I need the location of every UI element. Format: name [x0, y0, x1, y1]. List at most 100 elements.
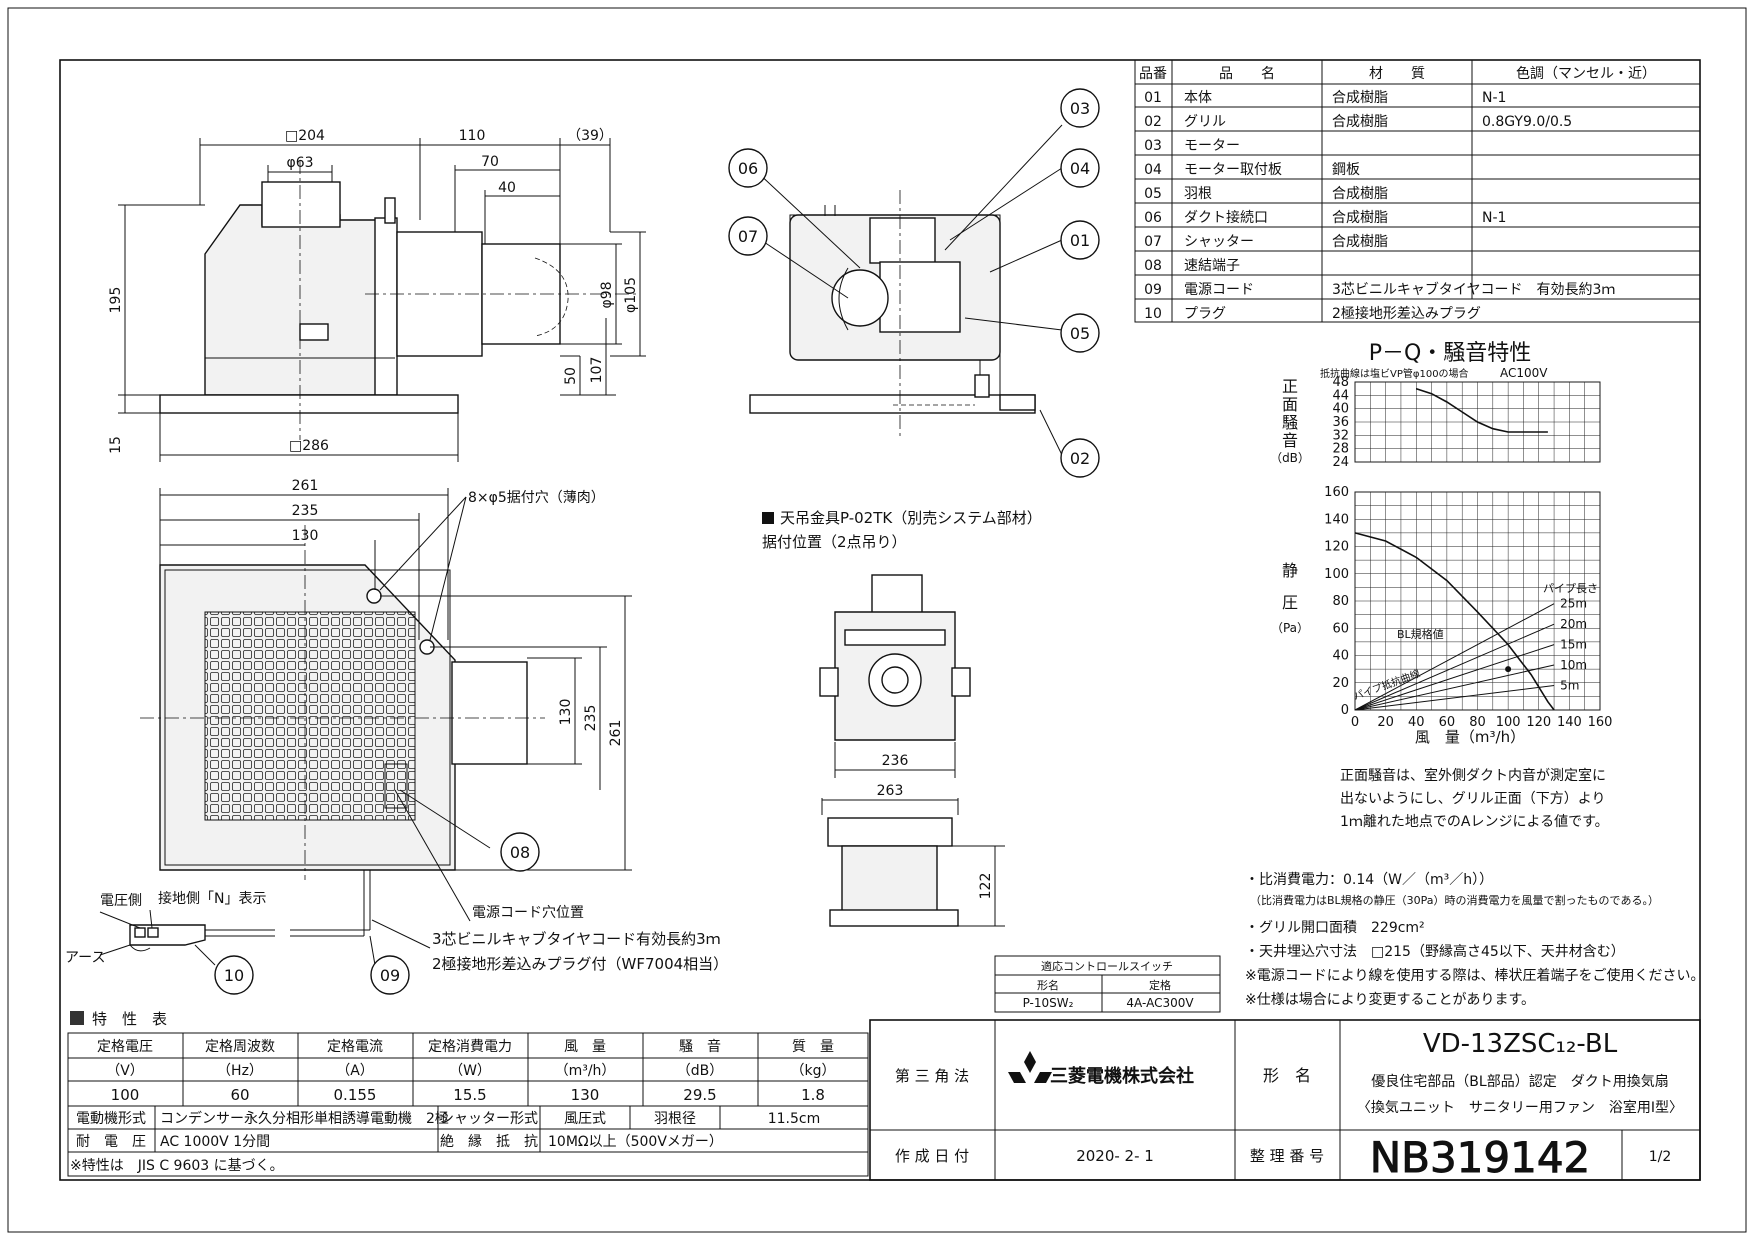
spec-header: 定格消費電力: [428, 1039, 512, 1055]
svg-text:09: 09: [380, 966, 400, 985]
dim-107: 107: [589, 357, 605, 384]
cord-hole-label: 電源コード穴位置: [472, 905, 584, 921]
number-label: 整 理 番 号: [1250, 1147, 1324, 1165]
noise-note-line-3: 1ｍ離れた地点でのAレンジによる値です。: [1340, 813, 1609, 830]
parts-header-color: 色調（マンセル・近）: [1516, 65, 1656, 82]
svg-text:04: 04: [1070, 159, 1090, 178]
dim-39: （39）: [567, 128, 613, 144]
parts-no: 09: [1144, 282, 1162, 298]
callout-06: 06: [728, 148, 768, 188]
blade-value: 11.5cm: [768, 1111, 821, 1127]
y-tick-label: 40: [1332, 649, 1349, 664]
y-tick-label: 24: [1332, 455, 1349, 470]
dim-263: 263: [877, 783, 904, 799]
series-line: [1354, 685, 1555, 711]
x-tick-label: 140: [1557, 715, 1582, 730]
dim-110: 110: [459, 128, 486, 144]
parts-material: 2極接地形差込みプラグ: [1332, 305, 1481, 322]
noise-note-line-2: 出ないようにし、グリル正面（下方）より: [1340, 791, 1605, 807]
hanger-detail: 天吊金具P-02TK（別売システム部材） 据付位置（2点吊り） 236 263 …: [762, 509, 1042, 927]
parts-name: シャッター: [1184, 234, 1254, 250]
voltage-side-label: 電圧側: [100, 893, 142, 909]
title-block: 第 三 角 法 三菱電機株式会社 形 名 VD-13ZSC₁₂-BL 優良住宅部…: [869, 1019, 1701, 1183]
noise-ylabel: 正面騒音: [1282, 377, 1298, 450]
model-label: 形 名: [1263, 1066, 1311, 1085]
callout-01: 01: [1060, 220, 1100, 260]
callout-07: 07: [728, 216, 768, 256]
plug-note: 2極接地形差込みプラグ付（WF7004相当）: [432, 955, 728, 973]
date-label: 作 成 日 付: [895, 1147, 969, 1165]
spec-value: 100: [111, 1086, 140, 1104]
svg-text:01: 01: [1070, 231, 1090, 250]
parts-material: 合成樹脂: [1332, 90, 1388, 106]
y-tick-label: 40: [1332, 402, 1349, 417]
shutter-label: シャッター形式: [440, 1111, 538, 1127]
noise-note-line-1: 正面騒音は、室外側ダクト内音が測定室に: [1340, 767, 1606, 784]
model-desc-1: 優良住宅部品（BL部品）認定 ダクト用換気扇: [1371, 1074, 1668, 1090]
y-tick-label: 32: [1332, 428, 1349, 443]
series-label: 5m: [1560, 678, 1579, 692]
x-tick-label: 160: [1588, 715, 1613, 730]
dim-235-v: 235: [583, 705, 599, 732]
pipe-length-title: パイプ長さ: [1543, 582, 1598, 595]
parts-no: 08: [1144, 258, 1162, 274]
pq-chart: P－Q・騒音特性 抵抗曲線は塩ビVP管φ100の場合 AC100V 正面騒音 （…: [1270, 341, 1612, 746]
spec-unit: （V）: [106, 1063, 144, 1079]
parts-no: 07: [1144, 234, 1162, 250]
callout-03: 03: [1060, 88, 1100, 128]
svg-text:07: 07: [738, 227, 758, 246]
note-1: ・比消費電力：0.14（W／（m³／h））: [1245, 872, 1493, 888]
callout-02: 02: [1060, 438, 1100, 478]
switch-rating: 4A-AC300V: [1126, 996, 1194, 1010]
blade-label: 羽根径: [654, 1111, 696, 1127]
spec-cells: 定格電圧定格周波数定格電流定格消費電力風 量騒 音質 量（V）（Hz）（A）（W…: [97, 1038, 836, 1104]
callout-10: 10: [214, 955, 254, 995]
series-line: [1416, 387, 1548, 433]
parts-no: 02: [1144, 114, 1162, 130]
parts-name: ダクト接続口: [1184, 209, 1268, 226]
parts-name: グリル: [1184, 114, 1226, 130]
callout-09: 09: [370, 955, 410, 995]
voltage-value: AC 1000V 1分間: [160, 1134, 270, 1150]
switch-title: 適応コントロールスイッチ: [1041, 959, 1173, 973]
ground-side-label: 接地側「N」表示: [158, 890, 266, 907]
y-tick-label: 28: [1332, 442, 1349, 457]
bl-label: BL規格値: [1397, 627, 1444, 641]
model-desc-2: 〈換気ユニット サニタリー用ファン 浴室用Ⅰ型〉: [1357, 1099, 1683, 1116]
spec-unit: （dB）: [677, 1063, 724, 1079]
section-view: [749, 190, 1036, 440]
spec-header: 質 量: [792, 1039, 834, 1055]
x-tick-label: 60: [1439, 715, 1456, 730]
spec-value: 130: [571, 1086, 600, 1104]
parts-header-no: 品番: [1139, 66, 1167, 82]
dim-40: 40: [498, 180, 516, 196]
y-tick-label: 120: [1324, 540, 1349, 555]
noise-yunit: （dB）: [1270, 451, 1310, 465]
dim-70: 70: [481, 154, 499, 170]
hanger-subtitle: 据付位置（2点吊り）: [762, 533, 907, 551]
spec-value: 60: [230, 1086, 249, 1104]
parts-name: モーター取付板: [1184, 162, 1282, 178]
hanger-title-marker: [762, 512, 774, 524]
grille: [204, 611, 416, 821]
y-tick-label: 20: [1332, 676, 1349, 691]
model-number: VD-13ZSC₁₂-BL: [1423, 1029, 1618, 1059]
dim-261-v: 261: [608, 720, 624, 747]
series-line: [1354, 623, 1555, 711]
date-value: 2020- 2- 1: [1076, 1147, 1154, 1165]
spec-header: 定格周波数: [205, 1039, 275, 1055]
parts-material: 合成樹脂: [1332, 114, 1388, 130]
parts-material: 3芯ビニルキャブタイヤコード 有効長約3ｍ: [1332, 281, 1615, 298]
parts-header-material: 材 質: [1369, 66, 1425, 82]
dim-236: 236: [882, 753, 909, 769]
parts-name: プラグ: [1184, 306, 1226, 322]
spec-unit: （A）: [336, 1063, 374, 1079]
